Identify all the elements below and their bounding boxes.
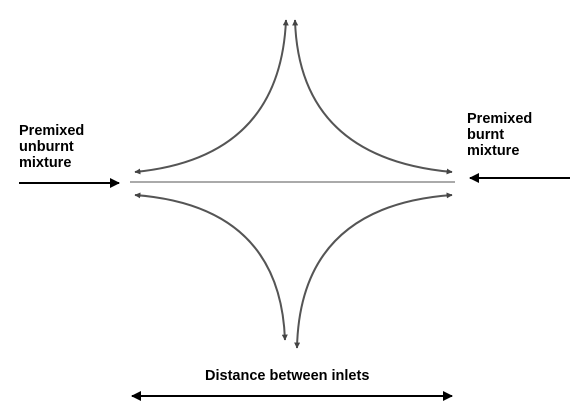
unburnt-inlet-label-line-1: Premixed: [19, 123, 85, 139]
burnt-inlet-label-line-3: mixture: [467, 143, 520, 159]
unburnt-inlet-label-line-3: mixture: [19, 155, 72, 171]
streamline-lower-right: [294, 192, 453, 349]
unburnt-inlet-label-line-2: unburnt: [19, 139, 74, 155]
distance-label: Distance between inlets: [205, 368, 370, 384]
unburnt-inlet-label: Premixed unburnt mixture: [19, 123, 84, 171]
burnt-inlet-label: Premixed burnt mixture: [467, 111, 532, 159]
burnt-inlet-label-line-1: Premixed: [467, 111, 533, 127]
streamline-upper-left: [134, 19, 289, 175]
streamline-upper-right: [292, 19, 453, 175]
streamline-lower-left: [134, 192, 288, 341]
burnt-inlet-label-line-2: burnt: [467, 127, 505, 143]
